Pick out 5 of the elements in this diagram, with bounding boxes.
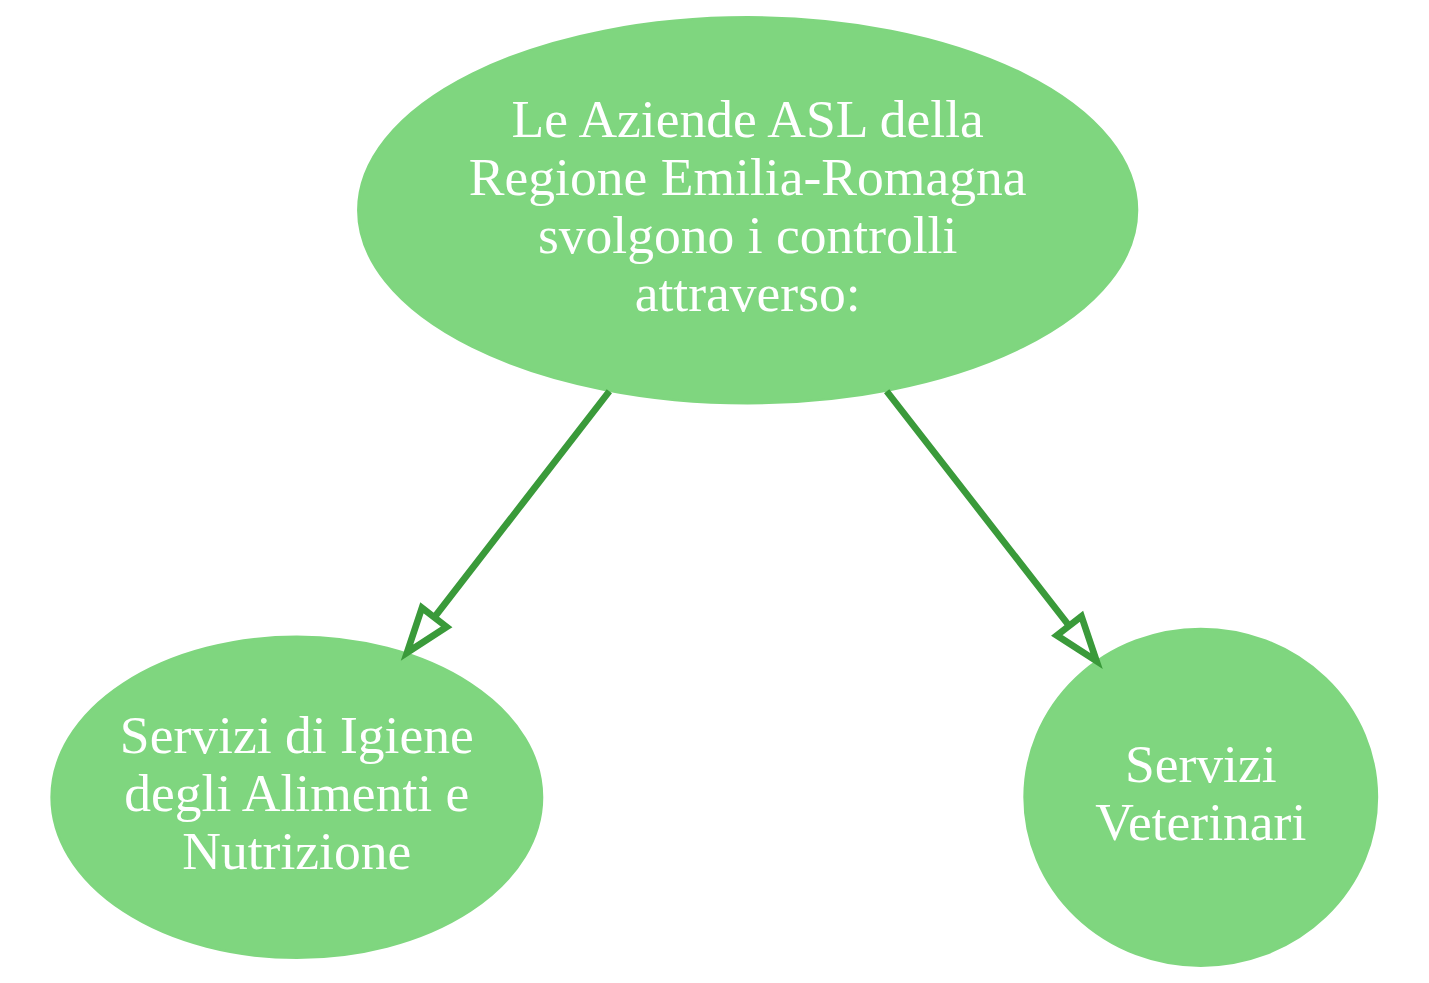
arrow (400, 389, 612, 661)
node-ellipse: Servizi di Igiene degli Alimenti e Nutrizione (50, 635, 544, 960)
arrow (884, 389, 1103, 670)
node-ellipse: Le Aziende ASL della Regione Emilia-Romagna svolgono i controlli attraverso: (357, 16, 1139, 405)
node-circle: Servizi Veterinari (1023, 627, 1379, 967)
